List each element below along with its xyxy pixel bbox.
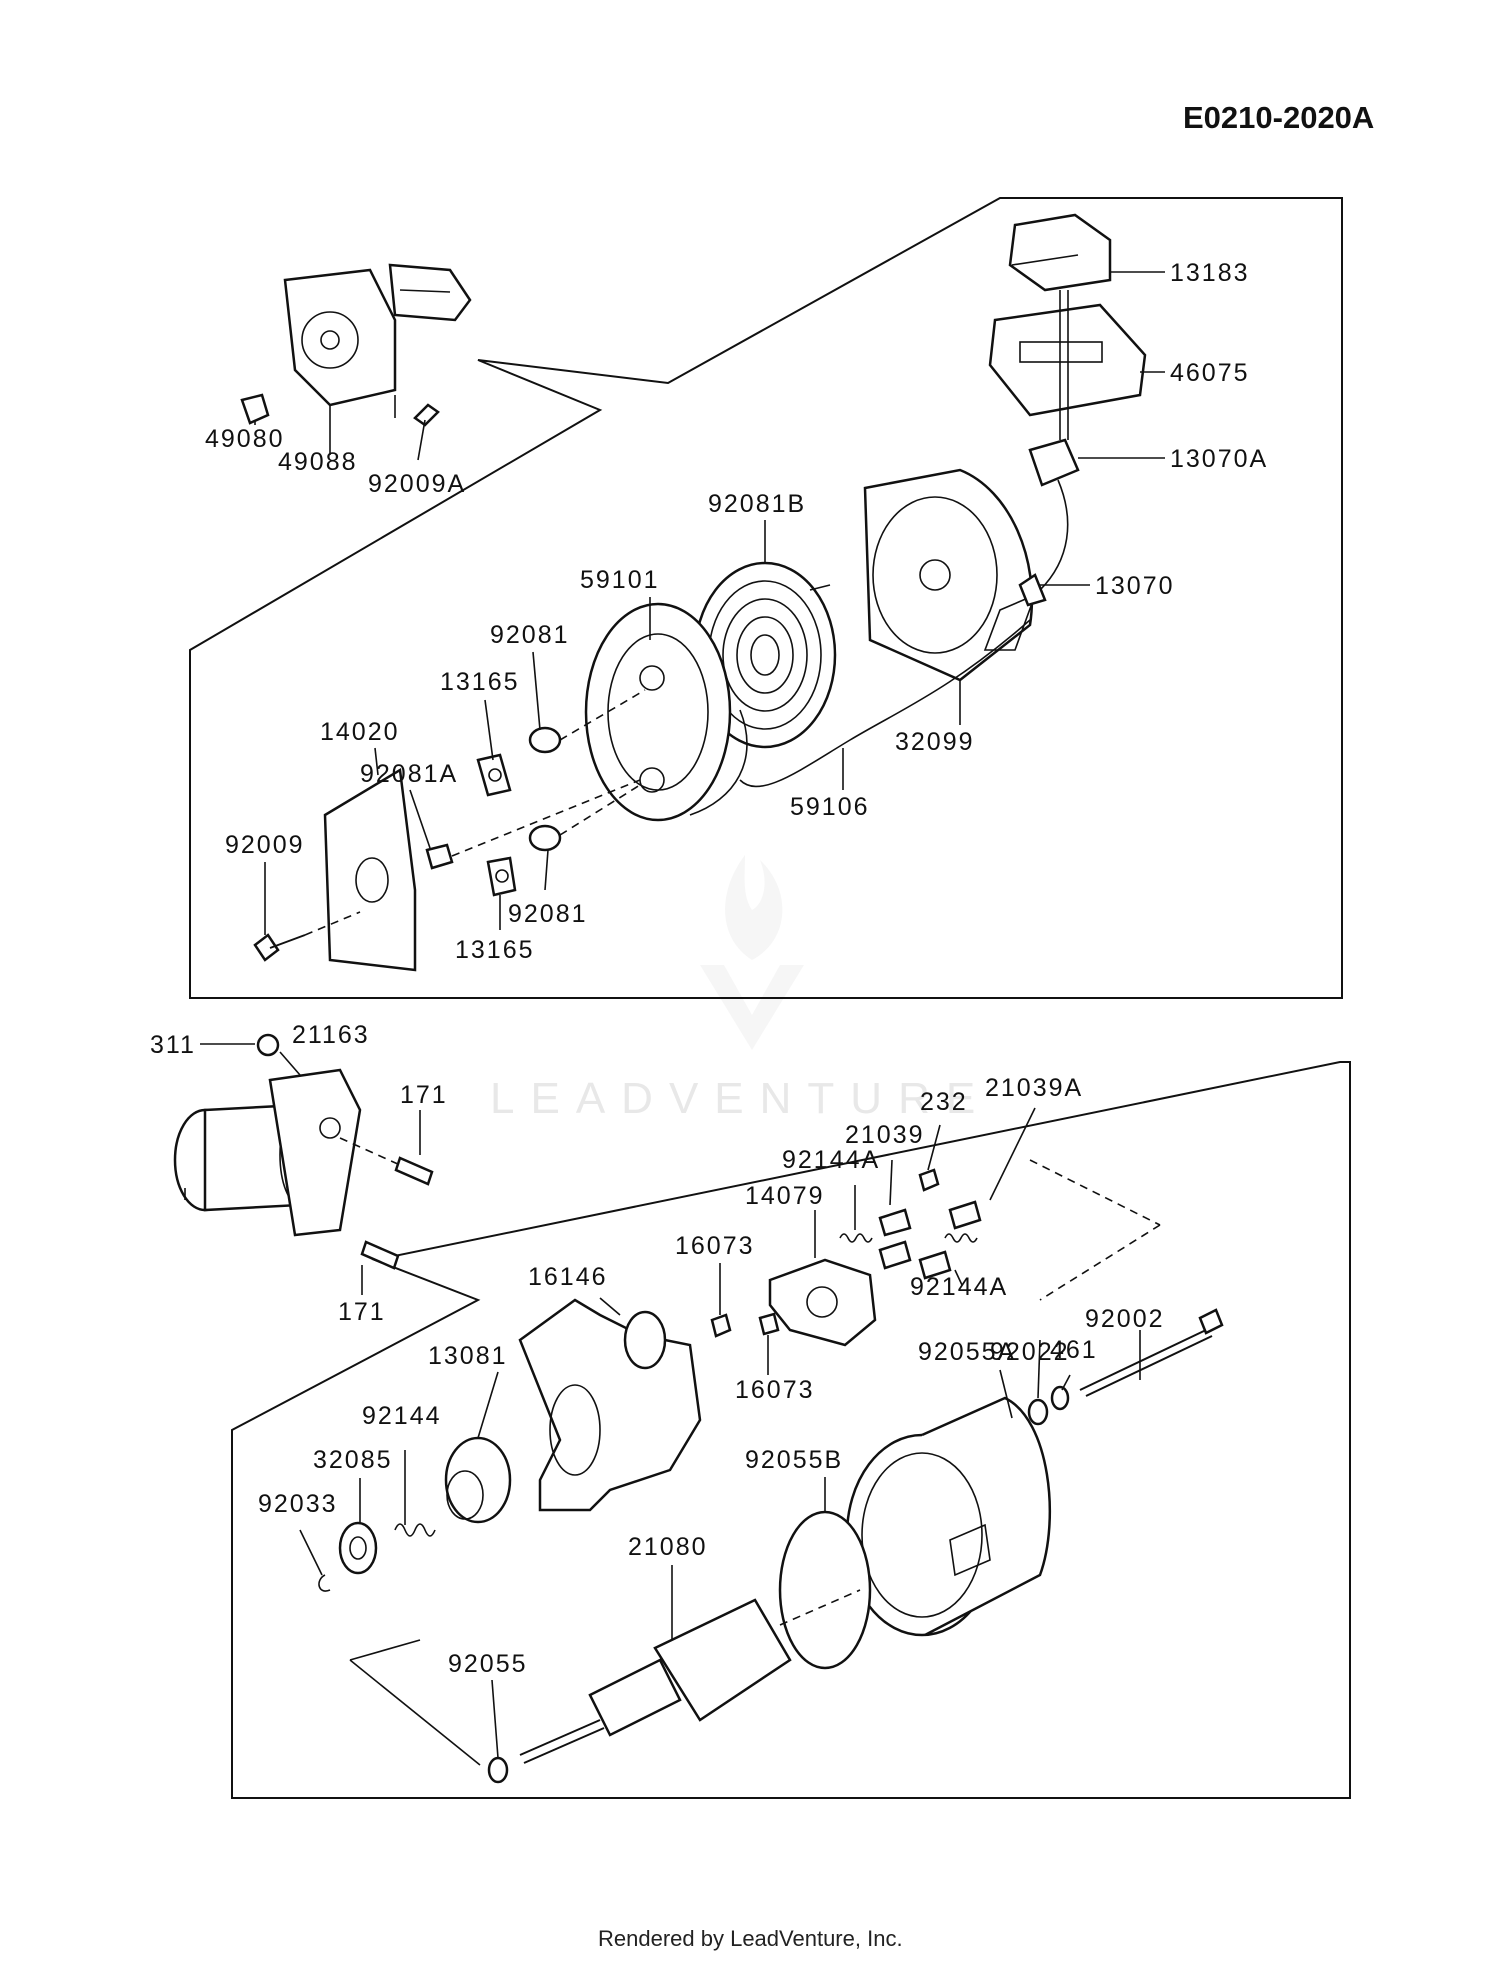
part-label-16073-bot: 16073: [735, 1376, 815, 1404]
part-label-92009A: 92009A: [368, 470, 466, 498]
part-label-21039: 21039: [845, 1121, 925, 1149]
part-label-92033: 92033: [258, 1490, 338, 1518]
part-label-16146: 16146: [528, 1263, 608, 1291]
insulators-16073: [710, 1312, 780, 1338]
part-label-92081-bot: 92081: [508, 900, 588, 928]
bolt-92009: [253, 911, 361, 962]
through-bolt-and-washers: [1009, 1308, 1224, 1426]
brush-holder: [768, 1258, 877, 1347]
part-label-92055A: 92055A: [918, 1338, 1016, 1366]
part-label-59106: 59106: [790, 793, 870, 821]
part-label-59101: 59101: [580, 566, 660, 594]
part-label-13165-bot: 13165: [455, 936, 535, 964]
watermark-text: LEADVENTURE: [490, 1074, 991, 1123]
gasket-ring: [778, 1510, 872, 1670]
armature-pointer-line: [349, 1659, 481, 1766]
recoil-starter-frame: [189, 197, 1343, 999]
part-label-49088: 49088: [278, 448, 358, 476]
watermark-logo-icon: [700, 855, 804, 1050]
drive-end-housing: [518, 1298, 702, 1512]
part-label-92144: 92144: [362, 1402, 442, 1430]
part-label-92081A: 92081A: [360, 760, 458, 788]
part-label-92002: 92002: [1085, 1305, 1165, 1333]
part-label-21163: 21163: [292, 1021, 370, 1049]
part-label-92055: 92055: [448, 1650, 528, 1678]
friction-plate: [323, 767, 417, 972]
armature: [519, 1589, 861, 1764]
ratchet-pawls-and-springs: [425, 689, 646, 897]
part-label-32085: 32085: [313, 1446, 393, 1474]
brushes-and-springs: [839, 1159, 1161, 1301]
diagram-id: E0210-2020A: [1183, 100, 1374, 135]
electric-starter-frame: [231, 1061, 1351, 1799]
part-label-21080: 21080: [628, 1533, 708, 1561]
part-label-13070: 13070: [1095, 572, 1175, 600]
part-label-92055B: 92055B: [745, 1446, 843, 1474]
part-label-92081B: 92081B: [708, 490, 806, 518]
stud-171-lower: [360, 1240, 400, 1270]
part-label-13070A: 13070A: [1170, 445, 1268, 473]
starter-reel: [584, 602, 748, 822]
o-ring-92055: [487, 1756, 509, 1784]
footer-credit: Rendered by LeadVenture, Inc.: [598, 1926, 903, 1951]
part-label-13165-top: 13165: [440, 668, 520, 696]
pinion-gear: [444, 1436, 512, 1524]
leader-lines: [200, 271, 1165, 1759]
part-label-171-bot: 171: [338, 1298, 386, 1326]
part-label-13081: 13081: [428, 1342, 508, 1370]
spring-collar-clip: [318, 1521, 436, 1592]
part-labels: 13183 46075 13070A 13070 32099 59106 920…: [150, 259, 1268, 1678]
part-label-13183: 13183: [1170, 259, 1250, 287]
part-label-14079: 14079: [745, 1182, 825, 1210]
part-label-92144A-top: 92144A: [782, 1146, 880, 1174]
part-label-461: 461: [1050, 1336, 1098, 1364]
part-label-311: 311: [150, 1031, 196, 1059]
inset-recoil-starter-assembly: [240, 263, 472, 427]
inset-starter-motor-assembly: [173, 1033, 362, 1237]
part-label-232: 232: [920, 1088, 968, 1116]
part-label-14020: 14020: [320, 718, 400, 746]
armature-pointer-line-2: [349, 1639, 421, 1661]
part-label-92144A-bot: 92144A: [910, 1273, 1008, 1301]
part-label-92009: 92009: [225, 831, 305, 859]
part-label-21039A: 21039A: [985, 1074, 1083, 1102]
part-label-49080: 49080: [205, 425, 285, 453]
yoke-assembly: [845, 1396, 1052, 1637]
part-label-92081-top: 92081: [490, 621, 570, 649]
part-label-46075: 46075: [1170, 359, 1250, 387]
part-label-171-top: 171: [400, 1081, 448, 1109]
part-label-32099: 32099: [895, 728, 975, 756]
starter-rope: [739, 619, 1031, 788]
part-label-16073-top: 16073: [675, 1232, 755, 1260]
starter-handle-grip: [988, 213, 1147, 591]
starter-housing: [863, 468, 1047, 682]
stud-171-upper: [339, 1137, 434, 1186]
part-label-92022: 92022: [990, 1338, 1070, 1366]
